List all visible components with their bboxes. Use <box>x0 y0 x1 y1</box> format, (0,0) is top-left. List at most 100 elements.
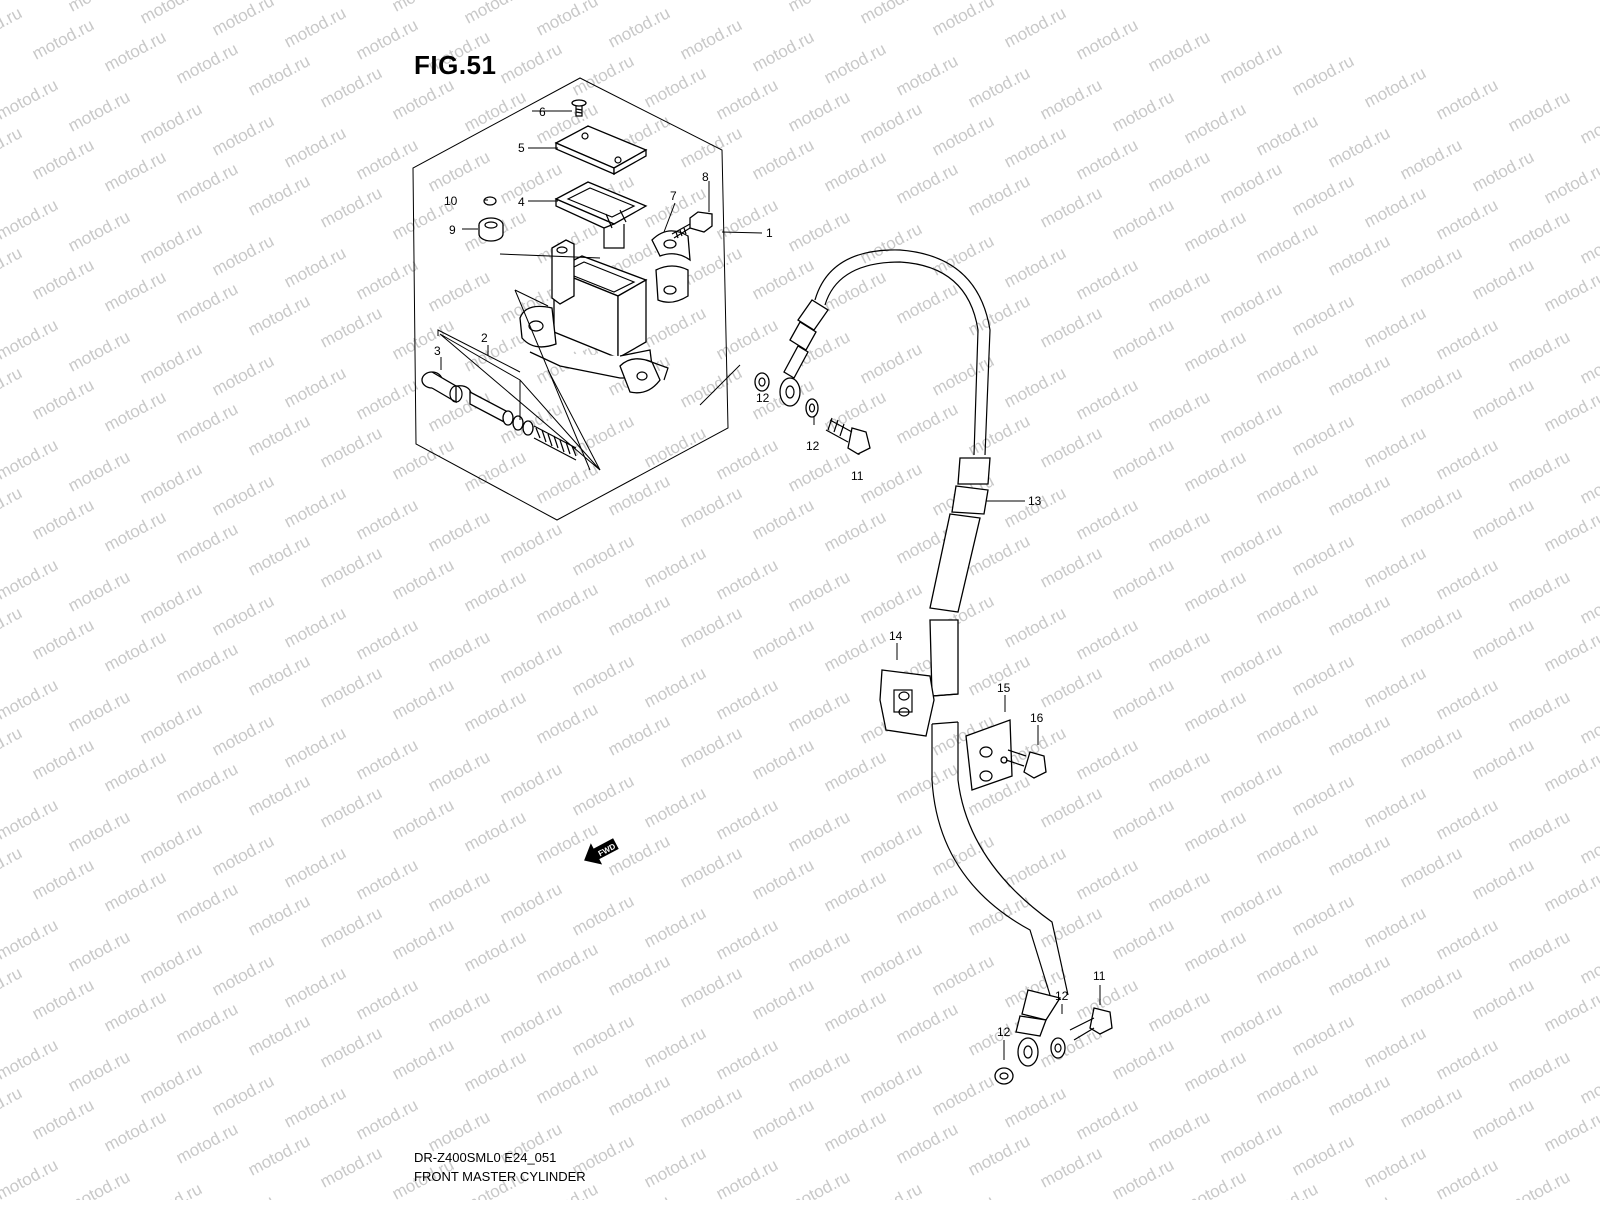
watermark-text: motod.ru <box>1361 663 1429 711</box>
watermark-text: motod.ru <box>173 639 241 687</box>
watermark-text: motod.ru <box>173 879 241 927</box>
watermark-text: motod.ru <box>605 951 673 999</box>
watermark-text: motod.ru <box>1181 807 1249 855</box>
watermark-text: motod.ru <box>605 471 673 519</box>
watermark-text: motod.ru <box>713 555 781 603</box>
watermark-text: motod.ru <box>281 3 349 51</box>
watermark-text: motod.ru <box>317 63 385 111</box>
watermark-text: motod.ru <box>749 855 817 903</box>
watermark-text: motod.ru <box>641 903 709 951</box>
watermark-text: motod.ru <box>209 831 277 879</box>
watermark-text: motod.ru <box>857 339 925 387</box>
watermark-text: motod.ru <box>0 1155 61 1200</box>
watermark-text: motod.ru <box>569 771 637 819</box>
watermark-text: motod.ru <box>929 231 997 279</box>
watermark-text: motod.ru <box>137 219 205 267</box>
watermark-text: motod.ru <box>65 207 133 255</box>
watermark-text: motod.ru <box>281 603 349 651</box>
watermark-text: motod.ru <box>1505 687 1573 735</box>
watermark-text: motod.ru <box>677 1083 745 1131</box>
watermark-text: motod.ru <box>785 1167 853 1200</box>
watermark-text: motod.ru <box>533 699 601 747</box>
watermark-text: motod.ru <box>785 927 853 975</box>
watermark-text: motod.ru <box>1577 459 1600 507</box>
watermark-text: motod.ru <box>1469 147 1537 195</box>
watermark-text: motod.ru <box>1397 723 1465 771</box>
watermark-text: motod.ru <box>641 63 709 111</box>
watermark-text: motod.ru <box>353 1095 421 1143</box>
watermark-text: motod.ru <box>677 963 745 1011</box>
watermark-text: motod.ru <box>29 375 97 423</box>
watermark-text: motod.ru <box>569 51 637 99</box>
watermark-text: motod.ru <box>641 1023 709 1071</box>
watermark-text: motod.ru <box>1217 999 1285 1047</box>
watermark-text: motod.ru <box>1289 651 1357 699</box>
watermark-text: motod.ru <box>0 195 61 243</box>
ring-10 <box>483 196 497 206</box>
watermark-text: motod.ru <box>785 567 853 615</box>
watermark-text: motod.ru <box>425 747 493 795</box>
watermark-text: motod.ru <box>281 843 349 891</box>
watermark-text: motod.ru <box>749 135 817 183</box>
watermark-text: motod.ru <box>497 39 565 87</box>
watermark-text: motod.ru <box>461 1047 529 1095</box>
watermark-text: motod.ru <box>1505 1167 1573 1200</box>
watermark-text: motod.ru <box>713 0 781 4</box>
watermark-text: motod.ru <box>497 159 565 207</box>
watermark-text: motod.ru <box>1469 615 1537 663</box>
watermark-text: motod.ru <box>245 411 313 459</box>
watermark-text: motod.ru <box>209 0 277 40</box>
watermark-text: motod.ru <box>317 423 385 471</box>
watermark-text: motod.ru <box>1325 951 1393 999</box>
reservoir-cap-5 <box>554 125 648 176</box>
watermark-text: motod.ru <box>137 699 205 747</box>
watermark-text: motod.ru <box>1397 135 1465 183</box>
watermark-text: motod.ru <box>461 807 529 855</box>
watermark-text: motod.ru <box>677 123 745 171</box>
watermark-text: motod.ru <box>1397 363 1465 411</box>
watermark-text: motod.ru <box>1253 699 1321 747</box>
watermark-text: motod.ru <box>497 879 565 927</box>
watermark-text: motod.ru <box>1181 447 1249 495</box>
watermark-text: motod.ru <box>1181 1047 1249 1095</box>
watermark-text: motod.ru <box>893 159 961 207</box>
watermark-text: motod.ru <box>0 123 25 171</box>
watermark-text: motod.ru <box>1505 207 1573 255</box>
watermark-text: motod.ru <box>1469 1095 1537 1143</box>
watermark-text: motod.ru <box>1397 243 1465 291</box>
watermark-text: motod.ru <box>1397 1083 1465 1131</box>
watermark-text: motod.ru <box>389 1035 457 1083</box>
watermark-text: motod.ru <box>461 0 529 28</box>
callout-12-lower-left: 12 <box>997 1025 1011 1039</box>
watermark-text: motod.ru <box>389 795 457 843</box>
watermark-text: motod.ru <box>1109 87 1177 135</box>
watermark-text: motod.ru <box>1181 1167 1249 1200</box>
watermark-text: motod.ru <box>569 531 637 579</box>
watermark-text: motod.ru <box>317 183 385 231</box>
assembly-frame <box>412 77 729 521</box>
leader-lines <box>440 110 1101 1060</box>
watermark-text: motod.ru <box>749 27 817 75</box>
boot-9 <box>478 217 504 242</box>
watermark-text: motod.ru <box>0 603 25 651</box>
watermark-text: motod.ru <box>893 279 961 327</box>
watermark-text: motod.ru <box>929 1191 997 1200</box>
watermark-text: motod.ru <box>0 435 61 483</box>
watermark-text: motod.ru <box>965 1131 1033 1179</box>
watermark-text: motod.ru <box>1361 543 1429 591</box>
watermark-text: motod.ru <box>1289 771 1357 819</box>
watermark-text: motod.ru <box>137 99 205 147</box>
piston-set-2 <box>469 390 577 461</box>
watermark-text: motod.ru <box>1253 459 1321 507</box>
watermark-text: motod.ru <box>1253 579 1321 627</box>
watermark-text: motod.ru <box>209 711 277 759</box>
callout-1: 1 <box>766 226 773 240</box>
watermark-text: motod.ru <box>29 15 97 63</box>
watermark-text: motod.ru <box>821 627 889 675</box>
watermark-text: motod.ru <box>425 627 493 675</box>
watermark-text: motod.ru <box>281 243 349 291</box>
watermark-text: motod.ru <box>137 1179 205 1200</box>
